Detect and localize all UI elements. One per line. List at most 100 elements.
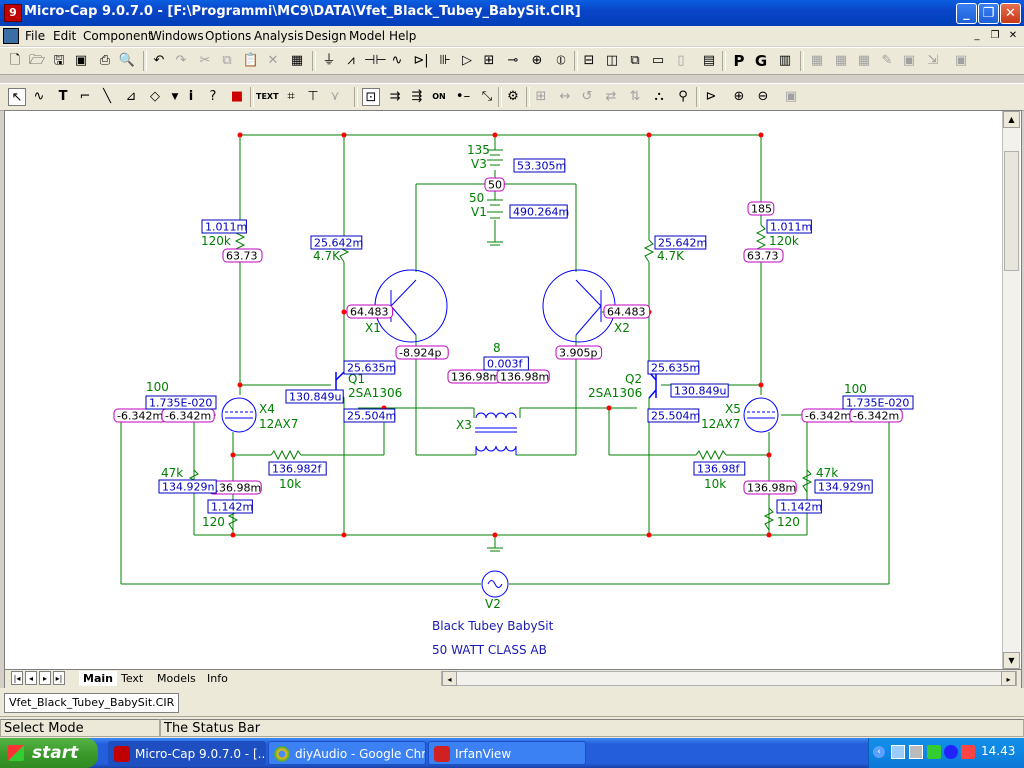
tab-text[interactable]: Text — [121, 672, 144, 685]
cut-icon[interactable]: ✂ — [199, 53, 211, 68]
disabled-tool-2-icon[interactable]: ▦ — [834, 53, 848, 68]
menu-help[interactable]: Help — [389, 29, 417, 43]
minimize-button[interactable]: _ — [956, 3, 977, 24]
current-left-pot[interactable]: 134.929n — [158, 479, 217, 494]
wire-icon[interactable]: ∿ — [33, 89, 45, 104]
menu-analysis[interactable]: Analysis — [254, 29, 304, 43]
camera-icon[interactable]: ▣ — [784, 89, 798, 104]
document-icon[interactable] — [3, 28, 19, 44]
node-voltage-x2-gate[interactable]: 64.483 — [603, 304, 651, 319]
open-folder-icon[interactable]: 🗁 — [28, 53, 46, 68]
current-r-right-top[interactable]: 1.011m — [766, 219, 812, 234]
security-icon[interactable] — [927, 745, 941, 759]
inductor-icon[interactable]: ∿ — [391, 53, 403, 68]
node-voltage-x2-src[interactable]: 3.905p — [555, 345, 603, 360]
menu-model[interactable]: Model — [349, 29, 386, 43]
current-q2-b[interactable]: 130.849u — [670, 383, 729, 398]
page-icon[interactable]: ▯ — [677, 53, 685, 68]
split-horizontal-icon[interactable]: ⊟ — [583, 53, 595, 68]
text-label-icon[interactable]: TEXT — [256, 92, 279, 101]
info-icon[interactable]: i — [188, 89, 194, 104]
attribute-icon[interactable]: ⋎ — [330, 89, 340, 104]
flip-v-icon[interactable]: ⇅ — [629, 89, 641, 104]
zoom-out-icon[interactable]: ⊖ — [757, 89, 769, 104]
node-voltage-icon[interactable]: ⊡ — [362, 88, 380, 106]
close-button[interactable]: ✕ — [1000, 3, 1021, 24]
scroll-left-icon[interactable]: ◂ — [442, 671, 457, 686]
next-tab-icon[interactable]: ▸ — [39, 671, 51, 685]
node-voltage-x1-src[interactable]: -8.924p — [395, 345, 449, 360]
current-right-pot[interactable]: 134.929n — [814, 479, 873, 494]
schematic-canvas[interactable]: 135 V3 50 V1 120k 120k 4.7K 4.7K X1 X2 8… — [5, 111, 1001, 669]
current-v3[interactable]: 53.305m — [513, 158, 566, 173]
current-r-left-q[interactable]: 25.642m — [310, 235, 363, 250]
current-q1-c[interactable]: 25.504m — [343, 408, 396, 423]
menu-component[interactable]: Component — [83, 29, 153, 43]
mdi-close-button[interactable]: ✕ — [1008, 30, 1018, 41]
node-voltage-x1-gate[interactable]: 64.483 — [346, 304, 394, 319]
text-tool-icon[interactable]: T — [58, 89, 68, 104]
node-voltage-x4-grid-l[interactable]: -6.342m — [113, 408, 167, 423]
grid-icon[interactable]: ▥ — [778, 53, 792, 68]
probe-icon[interactable]: ⤡ — [481, 89, 493, 104]
voltage-source-icon[interactable]: ⦶ — [556, 53, 566, 68]
ground-icon[interactable]: ⏚ — [322, 53, 336, 68]
current-r-left-fb[interactable]: 136.982f — [268, 461, 327, 476]
mdi-minimize-button[interactable]: _ — [974, 30, 980, 41]
switch-icon[interactable]: ⊸ — [507, 53, 519, 68]
diagonal-wire-icon[interactable]: ⊿ — [125, 89, 137, 104]
line-icon[interactable]: ╲ — [103, 89, 111, 104]
node-voltage-x5-grid-r[interactable]: -6.342m — [849, 408, 903, 423]
node-voltage-x3-left[interactable]: 136.98m — [447, 369, 501, 384]
pin-icon[interactable]: ⊤ — [307, 89, 319, 104]
current-icon[interactable]: ⇉ — [389, 89, 401, 104]
calculator-icon[interactable]: ▤ — [702, 53, 716, 68]
app-icon[interactable]: 9 — [4, 4, 22, 22]
scroll-right-icon[interactable]: ▸ — [1001, 671, 1016, 686]
pin-connect-icon[interactable]: •–• — [455, 89, 471, 122]
flip-h-icon[interactable]: ↔ — [559, 89, 571, 104]
start-button[interactable]: start — [0, 738, 98, 768]
node-voltage-x5-grid-l[interactable]: -6.342m — [801, 408, 855, 423]
printer-icon[interactable] — [909, 745, 923, 759]
dropdown-arrow-icon[interactable]: ▼ — [171, 92, 179, 102]
node-voltage-right-rail[interactable]: 185 — [747, 201, 775, 216]
menu-design[interactable]: Design — [305, 29, 347, 43]
binoculars-icon[interactable]: ⚲ — [678, 89, 688, 104]
p-button-icon[interactable]: P — [733, 52, 745, 70]
current-q2-e[interactable]: 25.635m — [647, 360, 700, 375]
scroll-down-icon[interactable]: ▼ — [1003, 652, 1020, 669]
save-icon[interactable]: 🖫 — [53, 53, 65, 68]
maximize-button[interactable]: ❐ — [978, 3, 999, 24]
node-voltage-x3-right[interactable]: 136.98m — [496, 369, 550, 384]
current-r-right-q[interactable]: 25.642m — [654, 235, 707, 250]
tab-models[interactable]: Models — [157, 672, 196, 685]
first-tab-icon[interactable]: |◂ — [11, 671, 23, 685]
component-icon[interactable]: ◇ — [150, 89, 160, 104]
tab-main[interactable]: Main — [79, 671, 117, 686]
vertical-scrollbar[interactable]: ▲ ▼ — [1002, 111, 1020, 669]
document-tab[interactable]: Vfet_Black_Tubey_BabySit.CIR — [4, 693, 180, 713]
network-icon[interactable] — [891, 745, 905, 759]
node-voltage-left-top[interactable]: 63.73 — [222, 248, 263, 263]
node-voltage-right-top[interactable]: 63.73 — [743, 248, 784, 263]
help-icon[interactable]: ? — [209, 89, 217, 104]
undo-icon[interactable]: ↶ — [153, 53, 165, 68]
disabled-tool-4-icon[interactable]: ✎ — [881, 53, 893, 68]
zoom-in-icon[interactable]: ⊕ — [733, 89, 745, 104]
current-q2-c[interactable]: 25.504m — [647, 408, 700, 423]
disabled-tool-6-icon[interactable]: ⇲ — [927, 53, 939, 68]
node-voltage-right-cath[interactable]: 136.98m — [743, 480, 797, 495]
select-all-icon[interactable]: ▦ — [290, 53, 304, 68]
copy-icon[interactable]: ⧉ — [222, 53, 232, 68]
node-numbers-icon[interactable]: ⌗ — [287, 89, 295, 104]
disabled-tool-7-icon[interactable]: ▣ — [954, 53, 968, 68]
task-irfanview[interactable]: IrfanView — [428, 741, 586, 765]
task-chrome[interactable]: diyAudio - Google Chr... — [268, 741, 426, 765]
node-voltage-x4-grid-r[interactable]: -6.342m — [161, 408, 215, 423]
find-icon[interactable]: ⛬ — [654, 89, 664, 104]
current-right-k[interactable]: 1.142m — [776, 499, 822, 514]
current-left-src[interactable]: 1.735E-020 — [145, 395, 217, 410]
tray-expand-icon[interactable]: ‹ — [873, 746, 885, 758]
on-state-icon[interactable]: ON — [432, 92, 446, 101]
